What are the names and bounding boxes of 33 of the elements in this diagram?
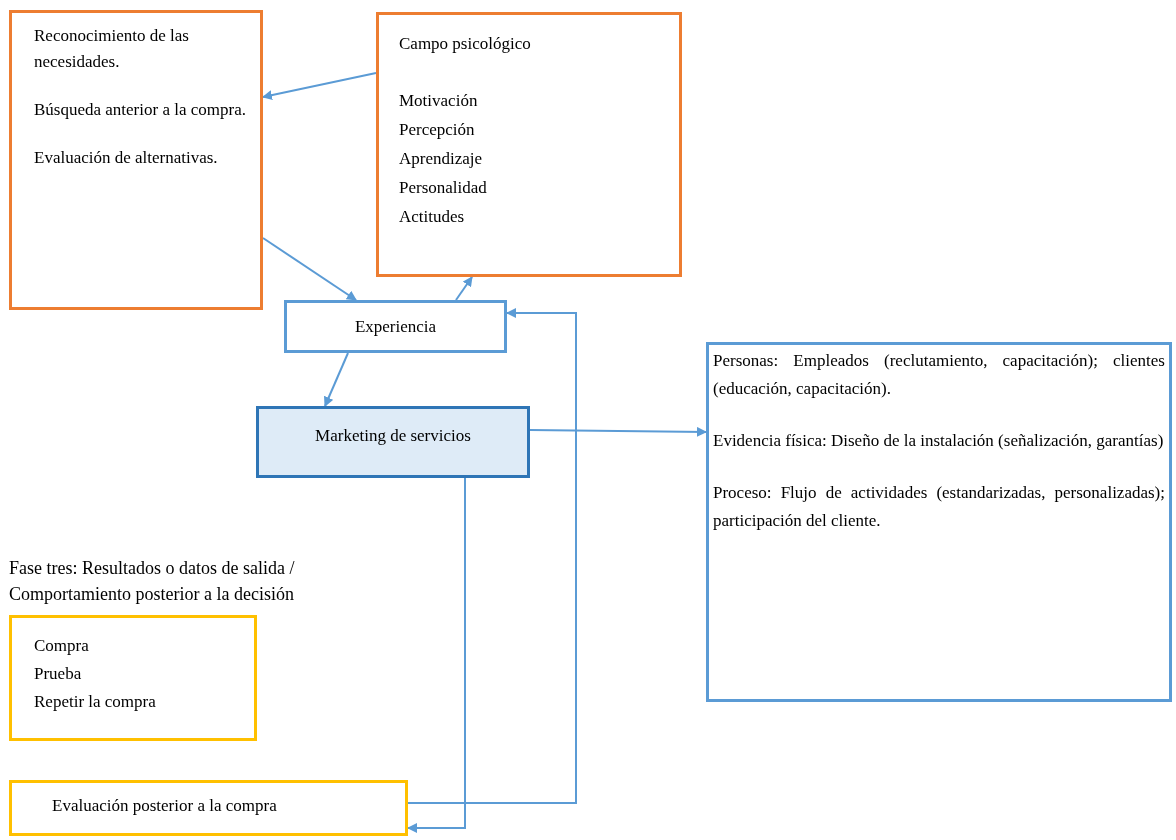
process-box bbox=[284, 300, 507, 353]
box-text: Personalidad bbox=[399, 177, 488, 199]
box-text: Actitudes bbox=[399, 206, 466, 228]
outcome-box bbox=[9, 615, 257, 741]
arrow bbox=[324, 352, 349, 407]
box-text: Evaluación posterior a la compra bbox=[52, 795, 278, 817]
stage-box bbox=[9, 10, 263, 310]
box-text: Reconocimiento de las necesidades. bbox=[34, 25, 190, 73]
arrow bbox=[407, 308, 577, 804]
arrow bbox=[262, 237, 357, 301]
box-text: Percepción bbox=[399, 119, 476, 141]
box-text: Evaluación de alternativas. bbox=[34, 147, 219, 169]
process-box bbox=[256, 406, 530, 478]
box-text: Experiencia bbox=[354, 315, 437, 338]
box-text: Prueba bbox=[34, 663, 83, 685]
box-text: Proceso: Flujo de actividades (estandarizadas, personalizadas); participación del cliente. bbox=[713, 482, 1165, 532]
phase-label: Fase tres: Resultados o datos de salida / Comportamiento posterior a la decisión bbox=[9, 557, 296, 606]
box-text: Evidencia física: Diseño de la instalación (señalización, garantías) bbox=[713, 430, 1165, 452]
box-text: Personas: Empleados (reclutamiento, capacitación); clientes (educación, capacitación). bbox=[713, 350, 1165, 400]
box-text: Marketing de servicios bbox=[314, 425, 472, 447]
arrow bbox=[407, 477, 466, 833]
box-heading: Campo psicológico bbox=[399, 33, 532, 55]
detail-box bbox=[706, 342, 1172, 702]
arrow bbox=[262, 72, 377, 100]
box-text: Compra bbox=[34, 635, 90, 657]
box-text: Búsqueda anterior a la compra. bbox=[34, 99, 247, 121]
box-text: Motivación bbox=[399, 90, 479, 112]
box-text: Aprendizaje bbox=[399, 148, 484, 170]
factor-box bbox=[376, 12, 682, 277]
box-text: Repetir la compra bbox=[34, 691, 157, 713]
arrow bbox=[455, 276, 473, 301]
outcome-box bbox=[9, 780, 408, 836]
arrow bbox=[529, 426, 707, 437]
